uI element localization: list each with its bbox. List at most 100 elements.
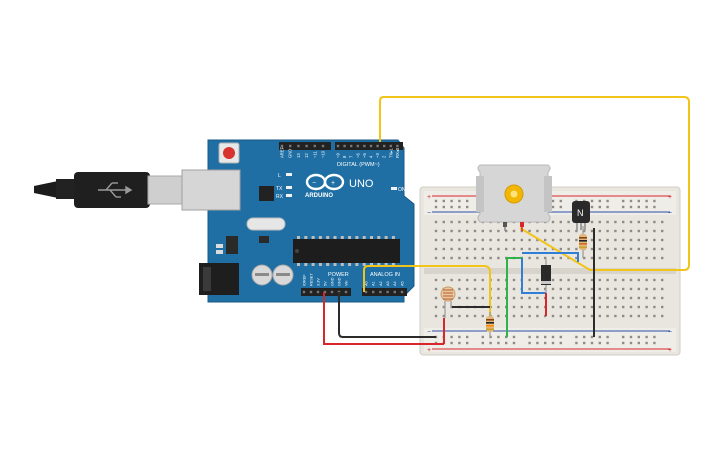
breadboard-hole (637, 305, 640, 309)
photoresistor[interactable] (440, 286, 456, 318)
breadboard-hole (497, 305, 500, 309)
mcu-pin (362, 263, 366, 266)
diode[interactable] (541, 258, 551, 293)
wire-yellow-digital-pin[interactable] (379, 96, 690, 271)
breadboard-hole (536, 238, 539, 242)
power-pin-socket[interactable] (330, 290, 334, 294)
digital-pin-socket[interactable] (363, 144, 366, 148)
breadboard-hole (520, 247, 523, 251)
model-label: UNO (349, 178, 374, 190)
breadboard-hole (614, 287, 617, 291)
power-pin-socket[interactable] (344, 290, 348, 294)
power-pin-socket[interactable] (302, 290, 306, 294)
breadboard-hole (590, 256, 594, 260)
breadboard-hole (629, 305, 633, 309)
digital-pin-socket[interactable] (297, 144, 300, 148)
breadboard-hole (590, 341, 594, 345)
digital-pin-socket[interactable] (343, 144, 346, 148)
breadboard-hole (466, 341, 469, 345)
breadboard-hole (466, 296, 469, 300)
digital-pin-socket[interactable] (305, 144, 308, 148)
digital-pin-socket[interactable] (321, 144, 325, 148)
wire-blue[interactable] (521, 258, 546, 294)
breadboard-hole (583, 287, 586, 291)
usb-chip (259, 186, 274, 201)
breadboard-hole (450, 247, 453, 251)
wire-blue-top[interactable] (522, 252, 579, 262)
breadboard-hole (590, 335, 594, 339)
breadboard-hole (559, 335, 562, 339)
breadboard-hole (575, 341, 578, 345)
breadboard-hole (434, 247, 438, 251)
analog-pin-socket[interactable] (400, 290, 404, 294)
wire-red-5v[interactable] (323, 292, 444, 345)
digital-pin-socket[interactable] (369, 144, 373, 148)
digital-pin-label: AREF (280, 146, 285, 158)
digital-pin-socket[interactable] (289, 144, 292, 148)
breadboard-hole (442, 229, 445, 233)
breadboard-hole (434, 256, 438, 260)
digital-pin-socket[interactable] (396, 144, 399, 148)
breadboard-hole (575, 278, 578, 282)
wire-black-gnd[interactable] (338, 292, 436, 338)
breadboard-hole (614, 305, 617, 309)
breadboard-hole (450, 278, 453, 282)
breadboard-hole (653, 296, 656, 300)
power-pin-socket[interactable] (309, 290, 313, 294)
mcu-pin (333, 263, 337, 266)
digital-pin-socket[interactable] (356, 144, 359, 148)
breadboard-hole (567, 220, 570, 224)
breadboard-hole (606, 296, 609, 300)
breadboard-hole (528, 314, 531, 318)
digital-pin-socket[interactable] (313, 144, 316, 148)
analog-pin-socket[interactable] (364, 290, 368, 294)
breadboard-hole (629, 247, 633, 251)
digital-pin-socket[interactable] (350, 144, 353, 148)
digital-pin-socket[interactable] (389, 144, 392, 148)
wire-green[interactable] (506, 257, 522, 337)
breadboard-hole (614, 220, 617, 224)
breadboard-hole (442, 205, 445, 209)
breadboard-hole (598, 205, 601, 209)
analog-pin-socket[interactable] (386, 290, 389, 294)
breadboard-hole (661, 305, 664, 309)
breadboard-hole (512, 287, 516, 291)
breadboard-hole (645, 220, 648, 224)
breadboard-hole (653, 205, 656, 209)
crystal-oscillator (246, 217, 286, 231)
breadboard-hole (559, 278, 562, 282)
breadboard-hole (434, 220, 438, 224)
analog-pin-socket[interactable] (372, 290, 375, 294)
digital-pin-socket[interactable] (376, 144, 379, 148)
breadboard-hole (645, 341, 648, 345)
mcu-pin (377, 236, 381, 239)
resistor-base[interactable] (579, 226, 587, 258)
digital-pin-socket[interactable] (383, 144, 386, 148)
digital-pin-socket[interactable] (336, 144, 340, 148)
breadboard-hole (590, 229, 594, 233)
wire-yellow-analog-pin[interactable] (363, 265, 491, 316)
breadboard-hole (622, 199, 625, 203)
svg-text:−: − (668, 210, 672, 217)
dc-motor[interactable] (476, 164, 552, 231)
npn-transistor[interactable]: N (572, 201, 590, 230)
resistor-divider[interactable] (486, 312, 494, 338)
breadboard[interactable]: + − + − − + − + (419, 186, 681, 356)
breadboard-hole (575, 256, 578, 260)
analog-pin-socket[interactable] (393, 290, 396, 294)
breadboard-hole (512, 314, 516, 318)
breadboard-hole (520, 296, 523, 300)
breadboard-hole (614, 238, 617, 242)
breadboard-hole (629, 287, 633, 291)
digital-pin-socket[interactable] (280, 144, 284, 148)
power-pin-socket[interactable] (316, 290, 320, 294)
breadboard-hole (590, 287, 594, 291)
breadboard-hole (544, 335, 547, 339)
analog-pin-socket[interactable] (379, 290, 382, 294)
breadboard-hole (629, 335, 633, 339)
breadboard-hole (653, 199, 656, 203)
mcu-pin (348, 263, 352, 266)
